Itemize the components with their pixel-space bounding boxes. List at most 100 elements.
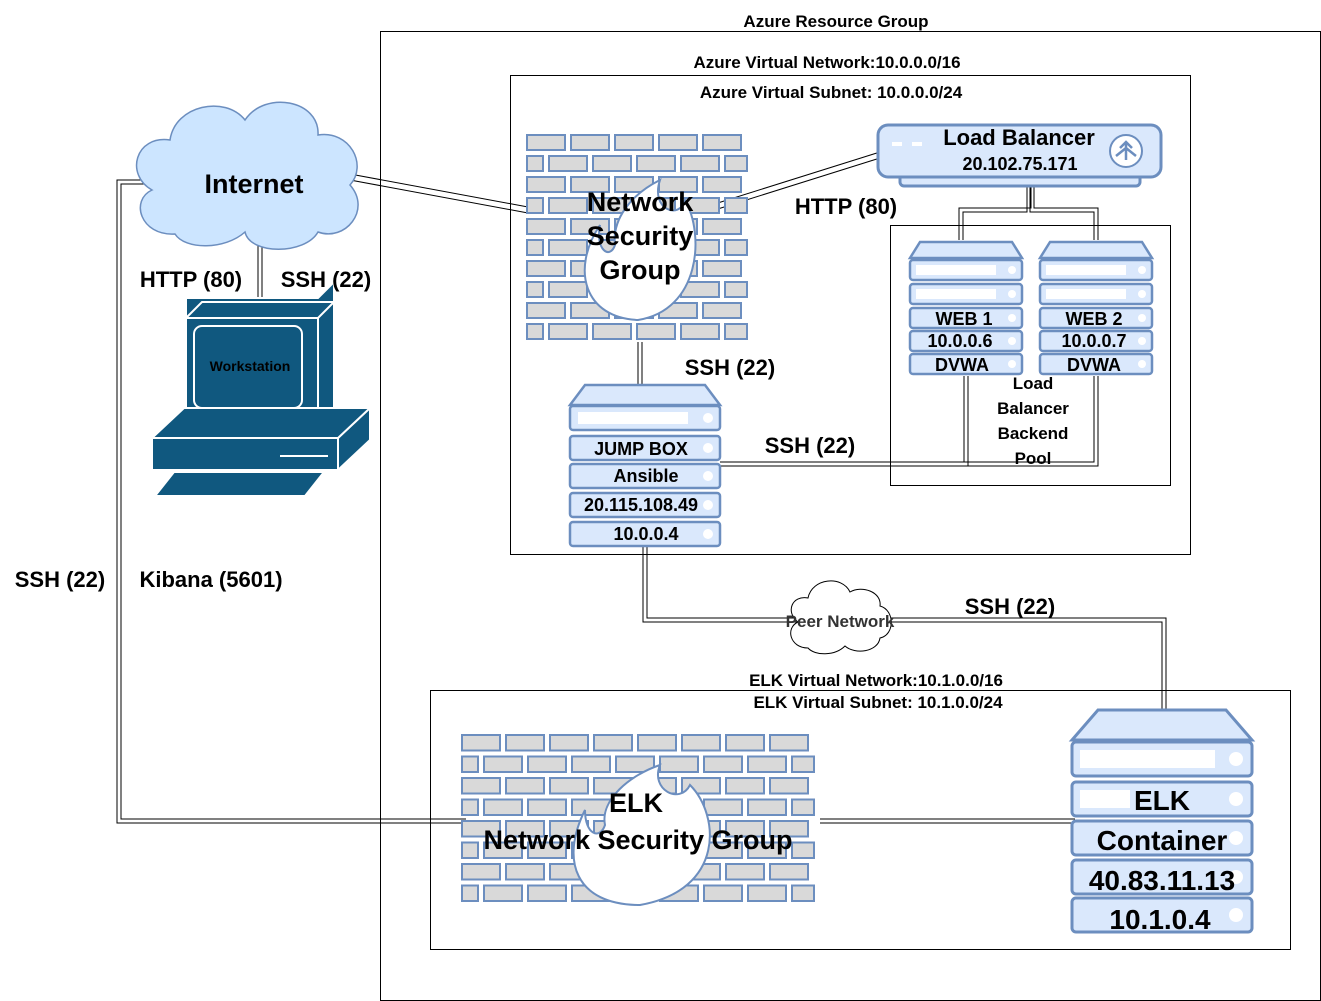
brick bbox=[461, 755, 479, 773]
brick bbox=[461, 734, 501, 752]
svg-text:Group: Group bbox=[600, 255, 681, 285]
brick bbox=[461, 884, 479, 902]
svg-text:Pool: Pool bbox=[1015, 449, 1052, 468]
http-internet-label: HTTP (80) bbox=[140, 267, 242, 292]
brick bbox=[461, 777, 501, 795]
brick bbox=[526, 155, 544, 172]
load-balancer-name: Load Balancer bbox=[943, 125, 1095, 150]
brick bbox=[725, 734, 765, 752]
brick bbox=[725, 863, 765, 881]
peer-network-label: Peer Network bbox=[786, 612, 895, 631]
brick bbox=[548, 239, 588, 256]
jumpbox-server-icon: JUMP BOX Ansible 20.115.108.49 10.0.0.4 bbox=[567, 383, 723, 548]
brick bbox=[548, 197, 588, 214]
brick bbox=[725, 820, 765, 838]
web2-app: DVWA bbox=[1067, 355, 1121, 375]
workstation-icon: Workstation bbox=[149, 279, 373, 497]
svg-text:Load: Load bbox=[1013, 374, 1054, 393]
web1-ip: 10.0.0.6 bbox=[927, 331, 992, 351]
jumpbox-name: JUMP BOX bbox=[594, 439, 688, 459]
elk-container-server-icon: ELK Container 40.83.11.13 10.1.0.4 bbox=[1068, 708, 1256, 935]
brick bbox=[615, 755, 655, 773]
brick bbox=[724, 155, 748, 172]
brick bbox=[527, 798, 567, 816]
brick bbox=[747, 755, 787, 773]
brick bbox=[636, 155, 676, 172]
brick bbox=[637, 734, 677, 752]
jumpbox-public-ip: 20.115.108.49 bbox=[584, 495, 698, 515]
brick bbox=[769, 734, 809, 752]
brick bbox=[593, 734, 633, 752]
brick bbox=[548, 323, 588, 340]
brick bbox=[791, 798, 815, 816]
load-balancer-ip: 20.102.75.171 bbox=[962, 154, 1077, 174]
brick bbox=[505, 820, 545, 838]
brick bbox=[747, 884, 787, 902]
brick bbox=[703, 798, 743, 816]
jumpbox-role: Ansible bbox=[613, 466, 678, 486]
svg-text:Backend: Backend bbox=[998, 424, 1069, 443]
ssh-internet-label: SSH (22) bbox=[281, 267, 371, 292]
peer-network-cloud-icon: Peer Network bbox=[786, 580, 895, 655]
http-lb-label: HTTP (80) bbox=[795, 194, 897, 219]
elk-nsg-label: ELK Network Security Group bbox=[483, 788, 792, 855]
brick bbox=[791, 755, 815, 773]
brick bbox=[724, 197, 748, 214]
brick bbox=[680, 323, 720, 340]
brick bbox=[791, 884, 815, 902]
brick bbox=[549, 777, 589, 795]
nsg-label: Network Security Group bbox=[587, 187, 695, 285]
brick bbox=[702, 134, 742, 151]
brick bbox=[724, 281, 748, 298]
brick bbox=[747, 798, 787, 816]
elk-vnet-subnet-label: ELK Virtual Subnet: 10.1.0.0/24 bbox=[753, 693, 1003, 712]
brick bbox=[747, 841, 787, 859]
resource-group-title: Azure Resource Group bbox=[743, 12, 928, 31]
svg-text:Network Security Group: Network Security Group bbox=[483, 825, 792, 855]
internet-cloud: Internet bbox=[135, 101, 359, 250]
brick bbox=[702, 302, 742, 319]
brick bbox=[483, 884, 523, 902]
web2-ip: 10.0.0.7 bbox=[1061, 331, 1126, 351]
brick bbox=[592, 323, 632, 340]
elk-container-line2: Container bbox=[1097, 825, 1228, 856]
brick bbox=[505, 734, 545, 752]
brick bbox=[702, 218, 742, 235]
brick bbox=[703, 884, 743, 902]
elk-nsg-firewall-icon bbox=[461, 734, 815, 902]
ssh-peer-label: SSH (22) bbox=[965, 594, 1055, 619]
svg-text:Security: Security bbox=[587, 221, 694, 251]
brick bbox=[483, 841, 523, 859]
brick bbox=[658, 134, 698, 151]
brick bbox=[483, 798, 523, 816]
web1-server-icon: WEB 1 10.0.0.6 DVWA bbox=[907, 240, 1025, 376]
brick bbox=[702, 260, 742, 277]
web1-name: WEB 1 bbox=[935, 309, 992, 329]
nsg-flame-icon bbox=[583, 178, 697, 322]
brick bbox=[526, 176, 566, 193]
brick bbox=[549, 734, 589, 752]
ssh-jump-web-label: SSH (22) bbox=[765, 433, 855, 458]
brick bbox=[483, 755, 523, 773]
brick bbox=[526, 239, 544, 256]
brick bbox=[526, 260, 566, 277]
brick bbox=[505, 777, 545, 795]
brick bbox=[636, 323, 676, 340]
backend-pool-label: Load Balancer Backend Pool bbox=[997, 374, 1069, 468]
elk-vnet-label: ELK Virtual Network:10.1.0.0/16 bbox=[749, 671, 1003, 690]
brick bbox=[724, 323, 748, 340]
elk-private-ip: 10.1.0.4 bbox=[1109, 904, 1211, 935]
brick bbox=[526, 281, 544, 298]
workstation-label: Workstation bbox=[210, 358, 291, 374]
brick bbox=[592, 155, 632, 172]
brick bbox=[614, 134, 654, 151]
brick bbox=[680, 155, 720, 172]
jumpbox-private-ip: 10.0.0.4 bbox=[613, 524, 678, 544]
internet-label: Internet bbox=[204, 169, 303, 199]
brick bbox=[725, 777, 765, 795]
elk-nsg-flame-icon bbox=[572, 763, 711, 907]
brick bbox=[527, 841, 567, 859]
brick bbox=[527, 755, 567, 773]
brick bbox=[505, 863, 545, 881]
brick bbox=[461, 841, 479, 859]
